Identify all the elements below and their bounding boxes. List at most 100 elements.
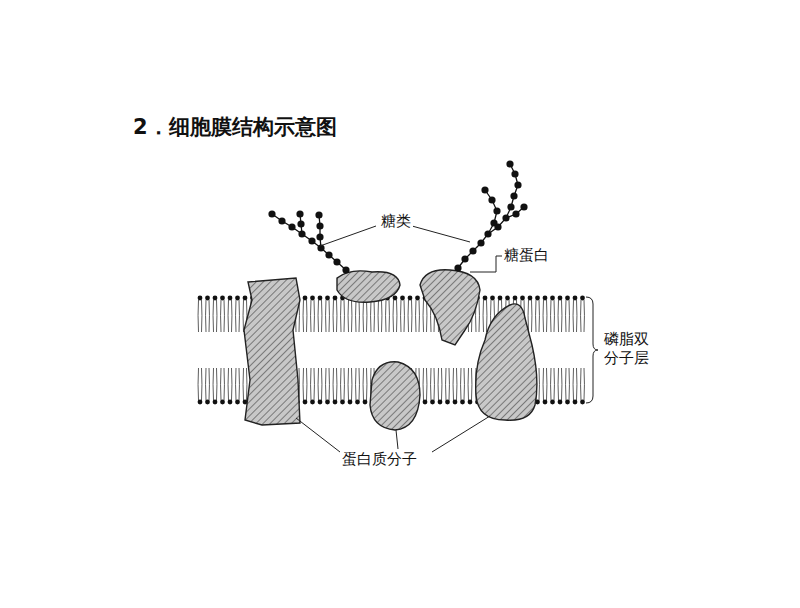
sugar-unit [469, 247, 476, 254]
lipid-tail [213, 300, 214, 332]
lipid-head [415, 296, 420, 301]
leader-line [396, 430, 398, 449]
lipid-tail [393, 300, 394, 332]
lipid-tail [310, 368, 311, 400]
lipid-tail [374, 300, 375, 332]
lipid-tail [231, 368, 232, 400]
sugar-unit [288, 223, 295, 230]
lipid-tail [355, 368, 356, 400]
lipid-tail [438, 368, 439, 400]
lipid-tail [306, 368, 307, 400]
lipid-tail [396, 300, 397, 332]
lipid-tail [573, 368, 574, 400]
lipid-tail [569, 300, 570, 332]
lipid-tail [565, 300, 566, 332]
inner-protein [370, 362, 420, 430]
lipid-head [535, 296, 540, 301]
lipid-tail [430, 368, 431, 400]
lipid-head [235, 296, 240, 301]
part-label: 糖蛋白 [502, 246, 551, 265]
lipid-tail [539, 368, 540, 400]
lipid-head [558, 296, 563, 301]
lipid-tail [306, 300, 307, 332]
lipid-head [430, 400, 435, 405]
lipid-tail [445, 368, 446, 400]
lipid-tail [220, 300, 221, 332]
lipid-tail [209, 368, 210, 400]
lipid-head [580, 296, 585, 301]
lipid-tail [554, 368, 555, 400]
lipid-head [310, 296, 315, 301]
lipid-tail [201, 300, 202, 332]
lipid-tail [449, 368, 450, 400]
part-label: 糖类 [379, 212, 413, 231]
figure-title: 2．细胞膜结构示意图 [133, 114, 337, 140]
lipid-head [528, 296, 533, 301]
embedded-protein [476, 304, 537, 420]
lipid-tail [561, 300, 562, 332]
lipid-tail [318, 300, 319, 332]
lipid-head [445, 400, 450, 405]
sugar-unit [316, 233, 323, 240]
lipid-tail [426, 300, 427, 332]
lipid-tail [213, 368, 214, 400]
lipid-tail [550, 300, 551, 332]
lipid-tail [235, 300, 236, 332]
lipid-tail [325, 368, 326, 400]
sugar-unit [488, 196, 495, 203]
lipid-head [400, 296, 405, 301]
lipid-tail [351, 300, 352, 332]
part-label: 磷脂双分子层 [602, 330, 654, 368]
lipid-tail [310, 300, 311, 332]
lipid-tail [456, 368, 457, 400]
lipid-tail [209, 300, 210, 332]
lipid-tail [565, 368, 566, 400]
lipid-head [565, 296, 570, 301]
lipid-tail [576, 368, 577, 400]
lipid-head [318, 296, 323, 301]
lipid-tail [246, 368, 247, 400]
lipid-tail [303, 300, 304, 332]
lipid-tail [486, 300, 487, 332]
lipid-tail [355, 300, 356, 332]
lipid-tail [543, 300, 544, 332]
lipid-tail [576, 300, 577, 332]
lipid-tail [464, 368, 465, 400]
lipid-tail [468, 368, 469, 400]
sugar-unit [316, 222, 323, 229]
lipid-head [543, 296, 548, 301]
sugar-unit [520, 203, 527, 210]
sugar-unit [512, 210, 519, 217]
lipid-tail [325, 300, 326, 332]
lipid-tail [243, 368, 244, 400]
part-label: 蛋白质分子 [340, 450, 419, 469]
lipid-tail [318, 368, 319, 400]
lipid-tail [363, 300, 364, 332]
sugar-unit [514, 181, 521, 188]
lipid-tail [558, 300, 559, 332]
lipid-tail [243, 300, 244, 332]
lipid-head [235, 400, 240, 405]
lipid-tail [584, 300, 585, 332]
lipid-head [408, 296, 413, 301]
lipid-tail [479, 300, 480, 332]
lipid-tail [385, 300, 386, 332]
lipid-tail [539, 300, 540, 332]
lipid-head [543, 400, 548, 405]
lipid-tail [359, 368, 360, 400]
lipid-head [333, 296, 338, 301]
lipid-tail [370, 300, 371, 332]
lipid-tail [580, 368, 581, 400]
lipid-tail [419, 300, 420, 332]
leader-line [296, 418, 340, 452]
lipid-tail [363, 368, 364, 400]
lipid-tail [340, 300, 341, 332]
sugar-unit [297, 220, 304, 227]
lipid-tail [573, 300, 574, 332]
lipid-tail [321, 368, 322, 400]
lipid-head [363, 400, 368, 405]
lipid-tail [224, 300, 225, 332]
lipid-tail [561, 368, 562, 400]
lipid-tail [569, 368, 570, 400]
lipid-head [325, 296, 330, 301]
